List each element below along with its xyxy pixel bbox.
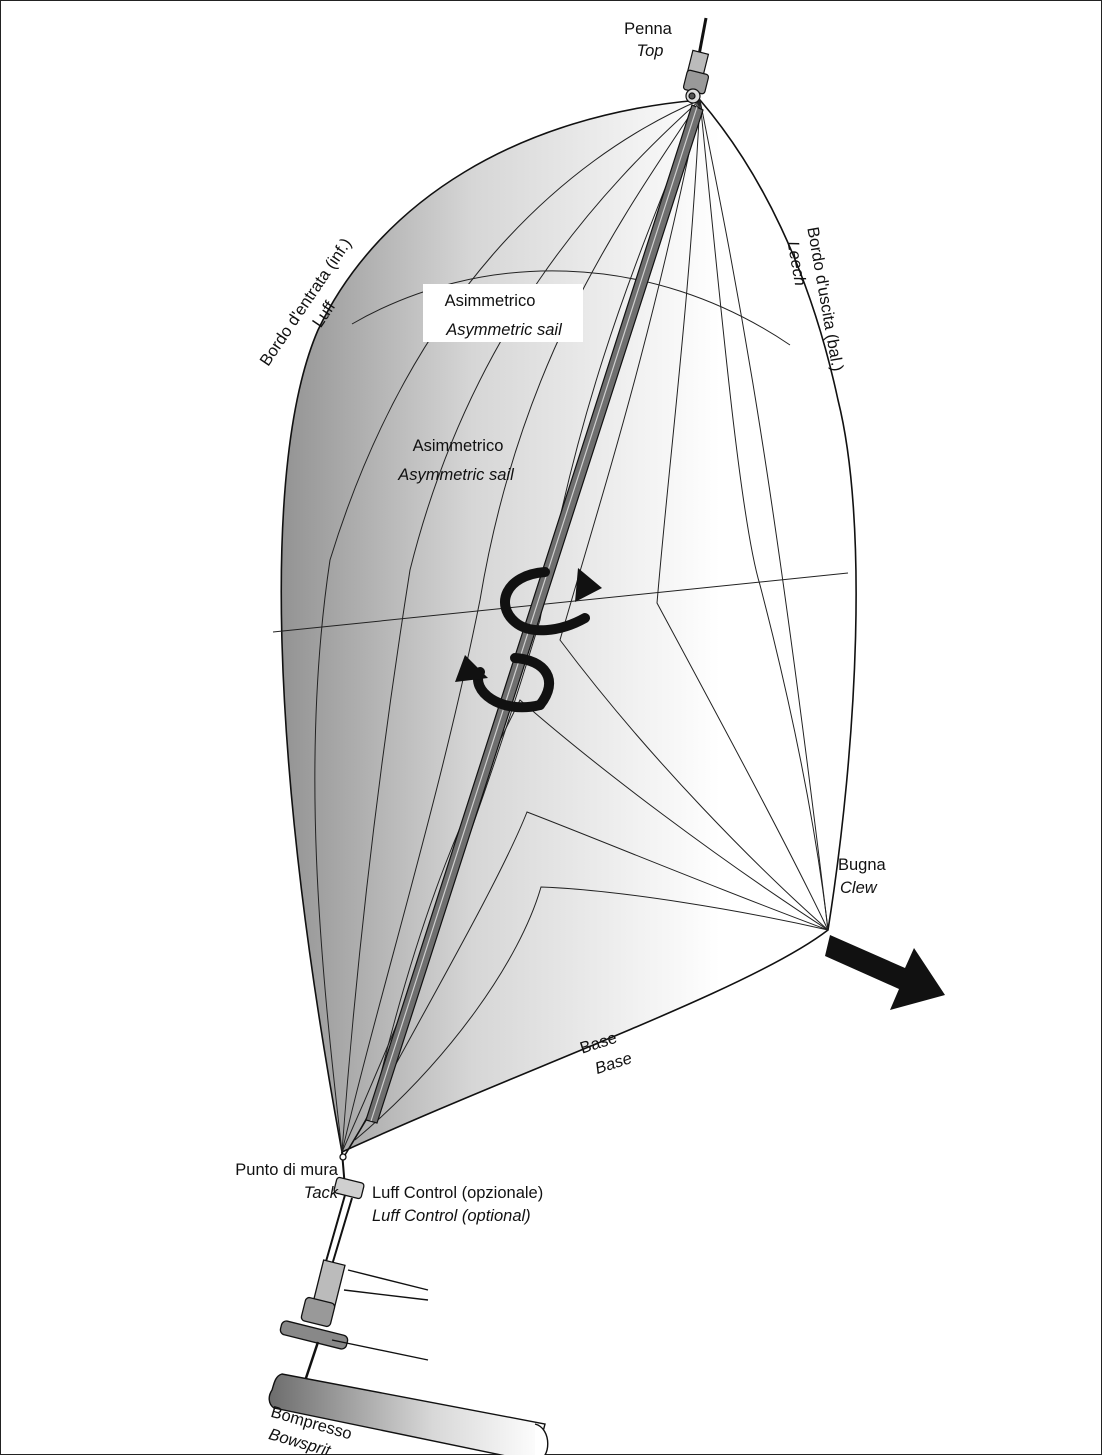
label-sail-lower: Asimmetrico Asymmetric sail	[397, 437, 515, 484]
svg-text:Top: Top	[637, 42, 664, 60]
top-swivel	[682, 17, 710, 104]
label-luff-control: Luff Control (opzionale) Luff Control (o…	[372, 1184, 543, 1225]
svg-text:Punto di mura: Punto di mura	[235, 1161, 339, 1179]
clew-pull-arrow	[825, 935, 945, 1010]
svg-text:Asimmetrico: Asimmetrico	[445, 292, 536, 310]
svg-text:Asimmetrico: Asimmetrico	[413, 437, 504, 455]
svg-text:Bugna: Bugna	[838, 856, 887, 874]
label-clew: Bugna Clew	[838, 856, 887, 897]
svg-text:Tack: Tack	[304, 1184, 339, 1202]
label-top: Penna Top	[624, 20, 673, 60]
tack-hardware	[279, 1151, 429, 1391]
svg-text:Penna: Penna	[624, 20, 673, 38]
svg-text:Asymmetric sail: Asymmetric sail	[397, 466, 515, 484]
svg-text:Asymmetric sail: Asymmetric sail	[445, 321, 563, 339]
rotation-arrowheads	[455, 568, 602, 682]
svg-text:Luff Control (opzionale): Luff Control (opzionale)	[372, 1184, 543, 1202]
label-sail-upper: Asimmetrico Asymmetric sail	[423, 284, 583, 342]
bowsprit-end-cap	[534, 1423, 549, 1455]
furler-stay	[344, 104, 704, 1156]
sail-seams	[272, 99, 849, 1153]
label-tack: Punto di mura Tack	[235, 1161, 339, 1202]
svg-text:Clew: Clew	[840, 879, 878, 897]
svg-text:Luff Control (optional): Luff Control (optional)	[372, 1207, 531, 1225]
svg-text:Base: Base	[593, 1049, 634, 1078]
